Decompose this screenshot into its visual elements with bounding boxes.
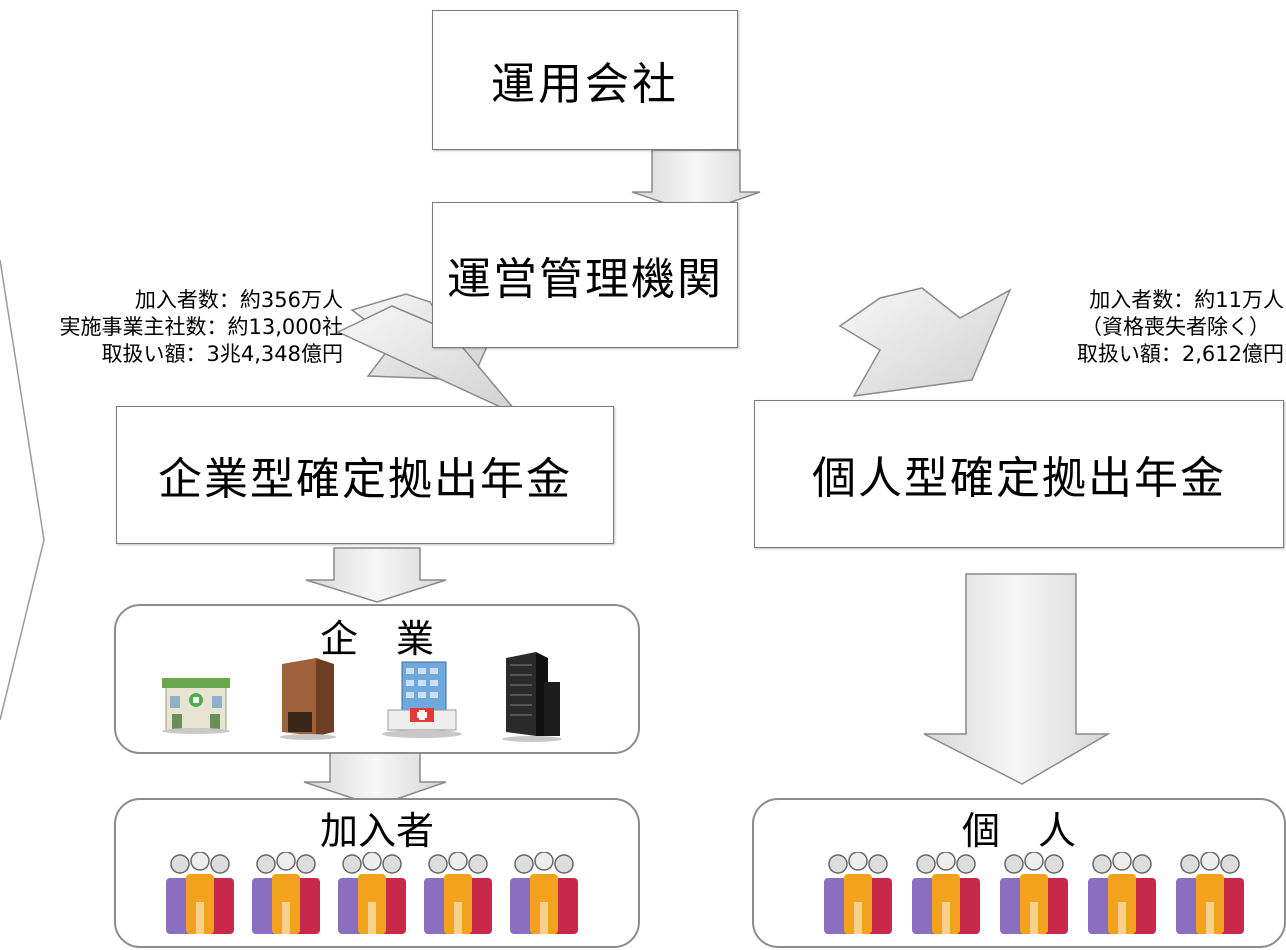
record-keeper-box: 運営管理機関 <box>432 202 738 348</box>
individual-assets-amount: 取扱い額：2,612億円 <box>1076 342 1284 366</box>
black-tower-icon <box>502 652 562 742</box>
people-group-icon <box>418 851 498 940</box>
people-group-icon <box>246 851 326 940</box>
individual-dc-label: 個人型確定拠出年金 <box>812 453 1226 504</box>
members-title: 加入者 <box>319 809 434 853</box>
arrow-down-3 <box>303 751 447 807</box>
members-group: 加入者 <box>114 798 640 948</box>
individuals-group: 個 人 <box>752 798 1286 948</box>
hospital-building-icon <box>382 661 462 738</box>
people-group-icon <box>1170 851 1250 940</box>
corporate-dc-label: 企業型確定拠出年金 <box>158 454 572 505</box>
individual-members-count: 加入者数：約11万人 <box>1089 288 1284 312</box>
people-group-icon <box>504 851 584 940</box>
corporate-dc-box: 企業型確定拠出年金 <box>116 406 614 544</box>
individuals-title: 個 人 <box>961 809 1076 853</box>
people-group-icon <box>818 851 898 940</box>
corporate-members-count: 加入者数：約356万人 <box>134 288 343 312</box>
people-group-icon <box>1082 851 1162 940</box>
people-group-icon <box>906 851 986 940</box>
companies-group: 企 業 <box>114 604 640 754</box>
individual-members-note: （資格喪失者除く） <box>1081 315 1270 339</box>
companies-title: 企 業 <box>319 617 434 661</box>
arrow-diagonal-right <box>838 287 1012 397</box>
arrow-down-2 <box>305 547 447 603</box>
corporate-stats-note: 加入者数：約356万人 実施事業主社数：約13,000社 取扱い額：3兆4,34… <box>60 287 343 368</box>
left-chevron-shape <box>0 259 45 721</box>
corporate-employers-count: 実施事業主社数：約13,000社 <box>59 315 343 339</box>
asset-manager-box: 運用会社 <box>432 10 738 150</box>
people-group-icon <box>332 851 412 940</box>
people-group-icon <box>160 851 240 940</box>
asset-manager-label: 運用会社 <box>491 59 679 110</box>
record-keeper-label: 運営管理機関 <box>447 254 723 305</box>
brown-building-icon <box>280 658 336 740</box>
arrow-down-big <box>923 573 1111 785</box>
corporate-assets-amount: 取扱い額：3兆4,348億円 <box>101 342 343 366</box>
individual-stats-note: 加入者数：約11万人 （資格喪失者除く） 取扱い額：2,612億円 <box>1077 287 1284 368</box>
people-group-icon <box>994 851 1074 940</box>
store-building-icon <box>162 678 230 734</box>
individual-dc-box: 個人型確定拠出年金 <box>754 400 1284 548</box>
